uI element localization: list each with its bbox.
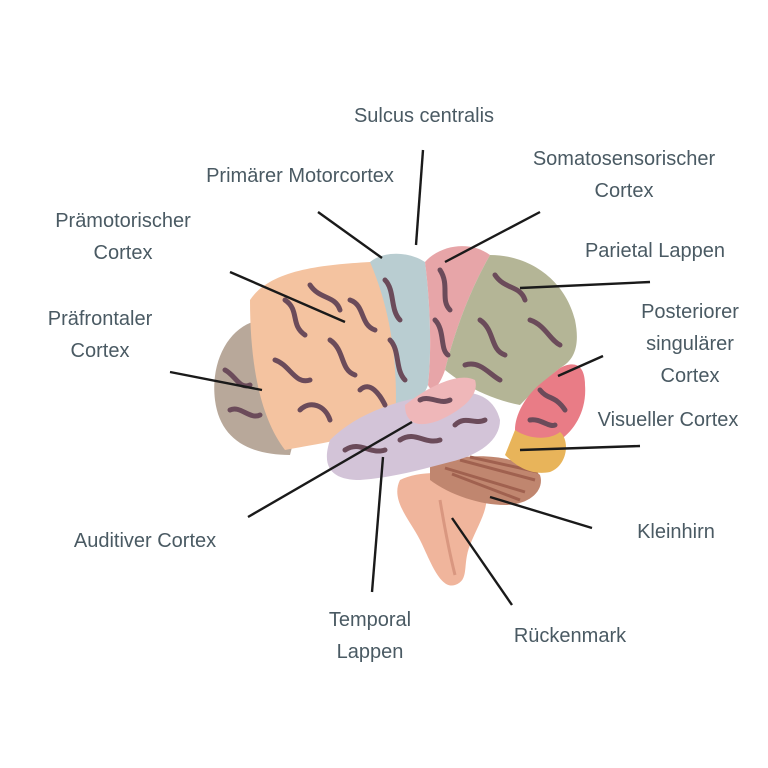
label-auditiver-cortex: Auditiver Cortex [73, 530, 217, 552]
brainstem [397, 473, 487, 586]
label-sulcus-centralis: Sulcus centralis [353, 105, 495, 127]
sulci [222, 267, 568, 454]
label-posteriorer-singulaerer-cortex: Posteriorer singulärer Cortex [641, 301, 739, 387]
premotor-region [250, 262, 402, 450]
somatosensory-region [425, 246, 490, 390]
label-praefrontaler-cortex: Präfrontaler Cortex [47, 308, 153, 362]
label-visueller-cortex: Visueller Cortex [597, 409, 739, 431]
posterior-cingulate-region [515, 364, 586, 442]
label-parietal-lappen: Parietal Lappen [584, 240, 726, 262]
label-somatosensorischer-cortex: Somatosensorischer Cortex [532, 148, 716, 202]
label-primaerer-motorcortex: Primärer Motorcortex [206, 165, 394, 187]
label-kleinhirn: Kleinhirn [637, 521, 715, 543]
visual-region [505, 430, 566, 473]
leader-lines [169, 149, 651, 606]
label-temporal-lappen: Temporal Lappen [328, 609, 412, 663]
motor-region [370, 253, 431, 425]
label-rueckenmark: Rückenmark [513, 625, 627, 647]
cerebellum [430, 455, 541, 505]
label-praemotorischer-cortex: Prämotorischer Cortex [55, 210, 191, 264]
